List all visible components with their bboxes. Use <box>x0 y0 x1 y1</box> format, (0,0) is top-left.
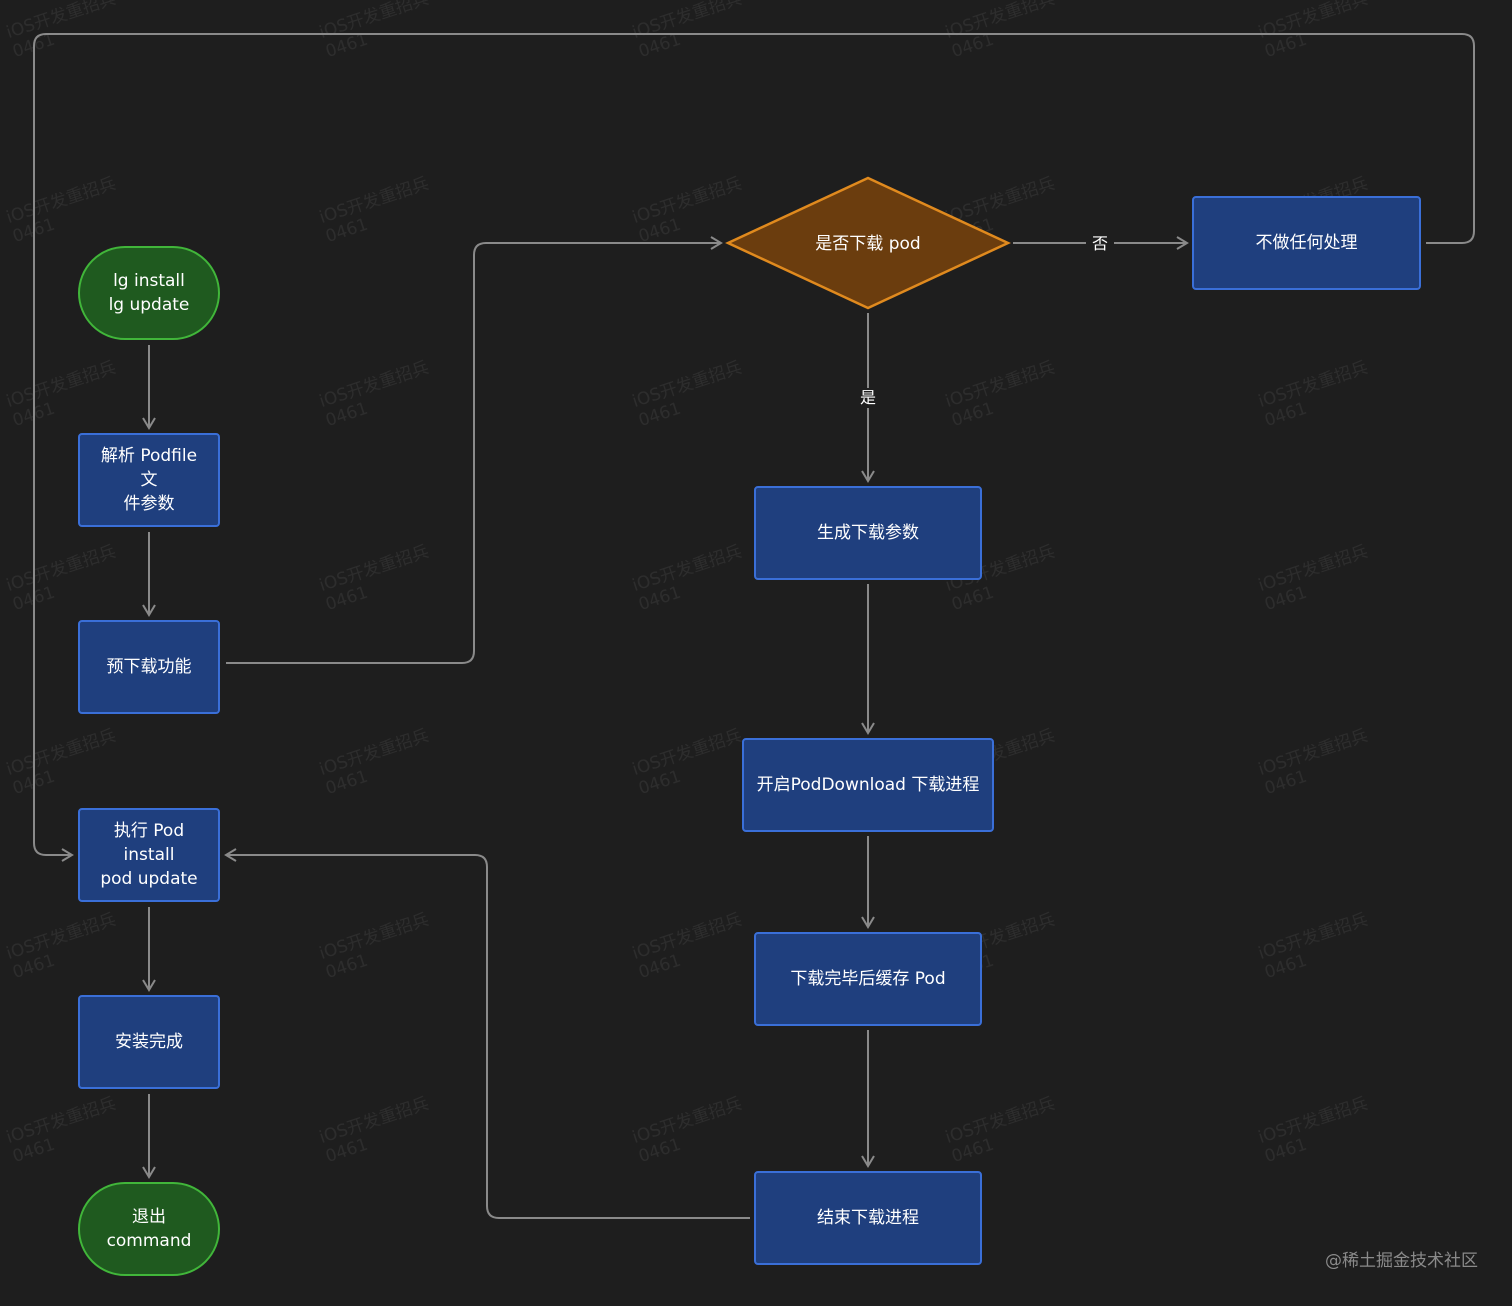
parse-podfile-node[interactable]: 解析 Podfile 文 件参数 <box>78 433 220 527</box>
start-download-node[interactable]: 开启PodDownload 下载进程 <box>742 738 994 832</box>
pod-install-node[interactable]: 执行 Pod install pod update <box>78 808 220 902</box>
decision-node[interactable]: 是否下载 pod <box>758 225 978 263</box>
parse-podfile-label: 解析 Podfile 文 件参数 <box>100 446 198 514</box>
installed-label: 安装完成 <box>115 1032 183 1052</box>
exit-label: 退出command <box>106 1207 192 1251</box>
start-node[interactable]: lg install lg update <box>78 246 220 340</box>
predownload-label: 预下载功能 <box>106 657 192 677</box>
start-label: lg install lg update <box>108 271 190 315</box>
footer-credit: @稀土掘金技术社区 <box>1325 1251 1478 1271</box>
start-download-label: 开启PodDownload 下载进程 <box>756 775 980 795</box>
decision-label: 是否下载 pod <box>815 234 921 254</box>
end-download-node[interactable]: 结束下载进程 <box>754 1171 982 1265</box>
edge-label-yes: 是 <box>853 388 883 408</box>
pod-install-label: 执行 Pod install pod update <box>100 821 198 889</box>
gen-params-label: 生成下载参数 <box>817 523 919 543</box>
predownload-node[interactable]: 预下载功能 <box>78 620 220 714</box>
edge-noop-to-podinstall <box>33 33 1475 862</box>
end-download-label: 结束下载进程 <box>817 1208 919 1228</box>
cache-pod-label: 下载完毕后缓存 Pod <box>790 969 946 989</box>
cache-pod-node[interactable]: 下载完毕后缓存 Pod <box>754 932 982 1026</box>
edge-predownload-to-decision <box>226 236 723 664</box>
edge-label-no: 否 <box>1085 234 1115 254</box>
noop-label: 不做任何处理 <box>1255 233 1358 253</box>
edge-enddownload-to-podinstall <box>224 848 750 1219</box>
decision-diamond-shape <box>725 176 1011 310</box>
exit-node[interactable]: 退出command <box>78 1182 220 1276</box>
gen-params-node[interactable]: 生成下载参数 <box>754 486 982 580</box>
noop-node[interactable]: 不做任何处理 <box>1192 196 1421 290</box>
installed-node[interactable]: 安装完成 <box>78 995 220 1089</box>
